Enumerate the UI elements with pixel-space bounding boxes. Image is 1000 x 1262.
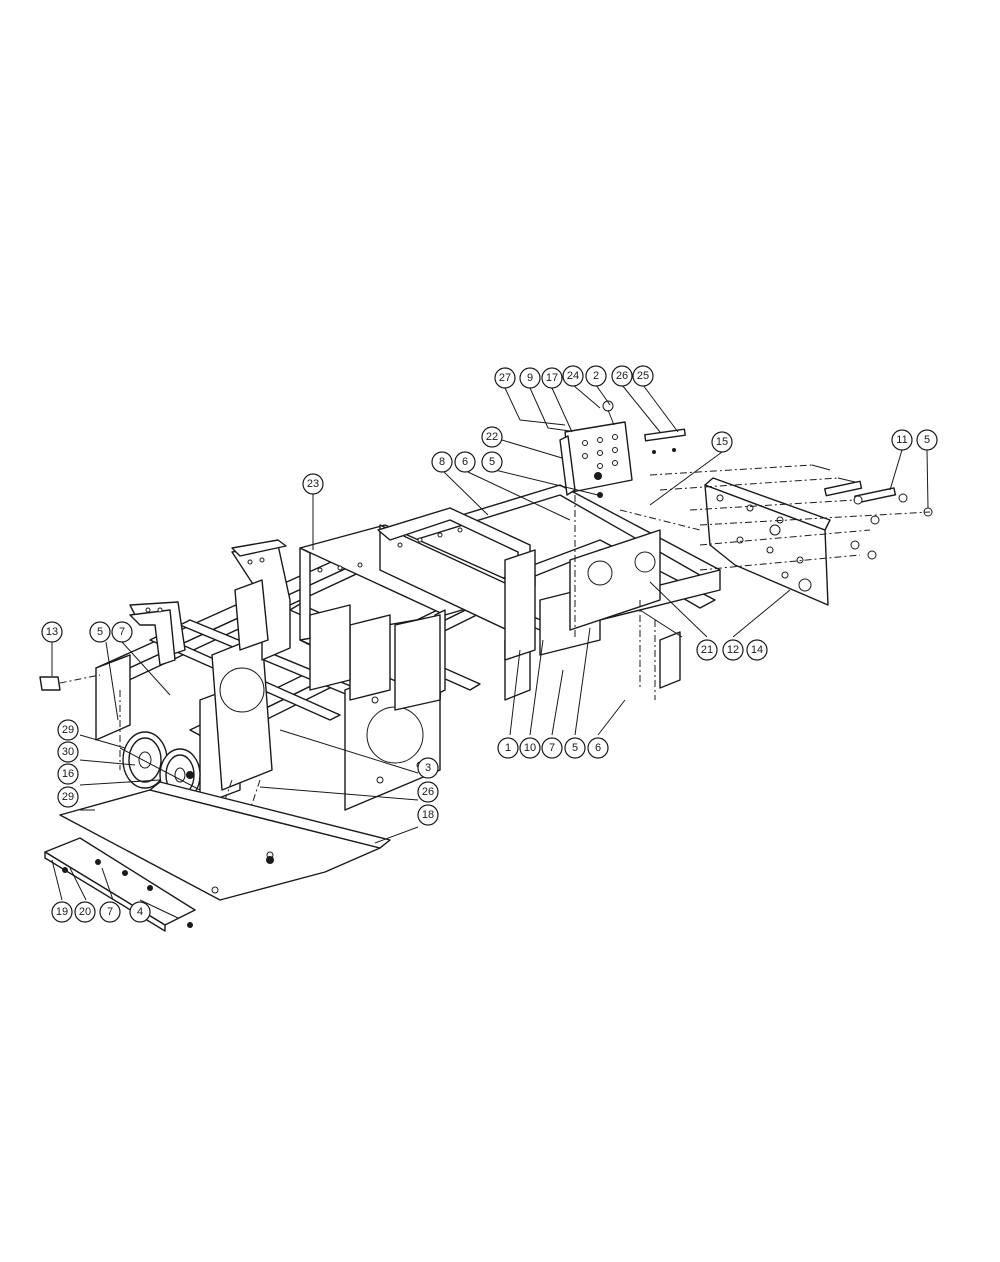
svg-text:30: 30 <box>62 746 74 758</box>
callout-8: 8 <box>431 451 453 473</box>
svg-text:4: 4 <box>137 906 143 918</box>
callout-5: 5 <box>89 621 111 643</box>
svg-text:16: 16 <box>62 768 74 780</box>
svg-text:7: 7 <box>549 742 555 754</box>
callout-7: 7 <box>541 737 563 759</box>
rear-mount-plate <box>704 477 831 606</box>
hitch-hardware <box>519 400 686 498</box>
svg-text:9: 9 <box>527 372 533 384</box>
svg-text:5: 5 <box>924 434 930 446</box>
callout-18: 18 <box>417 804 439 826</box>
svg-text:29: 29 <box>62 724 74 736</box>
svg-text:13: 13 <box>46 626 58 638</box>
svg-text:17: 17 <box>546 372 558 384</box>
callout-5: 5 <box>481 451 503 473</box>
callout-5: 5 <box>916 429 938 451</box>
callout-5: 5 <box>564 737 586 759</box>
foam-pad <box>39 676 61 691</box>
callout-1: 1 <box>497 737 519 759</box>
callout-2: 2 <box>585 365 607 387</box>
svg-text:14: 14 <box>751 644 763 656</box>
svg-text:6: 6 <box>462 456 468 468</box>
callout-14: 14 <box>746 639 768 661</box>
hitch-plate <box>559 421 633 496</box>
svg-text:21: 21 <box>701 644 713 656</box>
callout-26: 26 <box>611 365 633 387</box>
assembly-lines <box>44 464 931 871</box>
callout-24: 24 <box>562 365 584 387</box>
svg-text:7: 7 <box>119 626 125 638</box>
callout-6: 6 <box>587 737 609 759</box>
svg-text:20: 20 <box>79 906 91 918</box>
svg-text:27: 27 <box>499 372 511 384</box>
svg-text:12: 12 <box>727 644 739 656</box>
callout-27: 27 <box>494 367 516 389</box>
svg-text:2: 2 <box>593 370 599 382</box>
rear-bolts <box>811 464 933 560</box>
svg-text:24: 24 <box>567 370 579 382</box>
callout-13: 13 <box>41 621 63 643</box>
floor-pan <box>59 781 391 901</box>
callout-29: 29 <box>57 719 79 741</box>
callout-16: 16 <box>57 763 79 785</box>
svg-text:5: 5 <box>489 456 495 468</box>
svg-text:1: 1 <box>505 742 511 754</box>
svg-text:5: 5 <box>572 742 578 754</box>
callout-25: 25 <box>632 365 654 387</box>
callout-17: 17 <box>541 367 563 389</box>
callout-4: 4 <box>129 901 151 923</box>
svg-text:15: 15 <box>716 436 728 448</box>
callout-29: 29 <box>57 786 79 808</box>
callout-30: 30 <box>57 741 79 763</box>
svg-text:3: 3 <box>425 762 431 774</box>
svg-text:19: 19 <box>56 906 68 918</box>
svg-text:18: 18 <box>422 809 434 821</box>
svg-text:29: 29 <box>62 791 74 803</box>
seat-bracket-assembly <box>129 507 536 711</box>
callout-22: 22 <box>481 426 503 448</box>
svg-text:5: 5 <box>97 626 103 638</box>
leader-lines <box>51 384 929 919</box>
callout-11: 11 <box>891 429 913 451</box>
svg-text:7: 7 <box>107 906 113 918</box>
callout-20: 20 <box>74 901 96 923</box>
callout-26: 26 <box>417 781 439 803</box>
callout-7: 7 <box>99 901 121 923</box>
callout-19: 19 <box>51 901 73 923</box>
svg-text:22: 22 <box>486 431 498 443</box>
svg-text:10: 10 <box>524 742 536 754</box>
callout-3: 3 <box>417 757 439 779</box>
callout-7: 7 <box>111 621 133 643</box>
callout-23: 23 <box>302 473 324 495</box>
svg-text:25: 25 <box>637 370 649 382</box>
callout-21: 21 <box>696 639 718 661</box>
callouts: 27 9 17 24 2 26 25 22 15 11 5 8 6 5 23 1… <box>41 365 938 923</box>
callout-15: 15 <box>711 431 733 453</box>
svg-text:26: 26 <box>616 370 628 382</box>
callout-6: 6 <box>454 451 476 473</box>
svg-text:8: 8 <box>439 456 445 468</box>
svg-text:23: 23 <box>307 478 319 490</box>
callout-10: 10 <box>519 737 541 759</box>
svg-text:11: 11 <box>896 434 907 446</box>
callout-9: 9 <box>519 367 541 389</box>
svg-text:6: 6 <box>595 742 601 754</box>
svg-text:26: 26 <box>422 786 434 798</box>
callout-12: 12 <box>722 639 744 661</box>
